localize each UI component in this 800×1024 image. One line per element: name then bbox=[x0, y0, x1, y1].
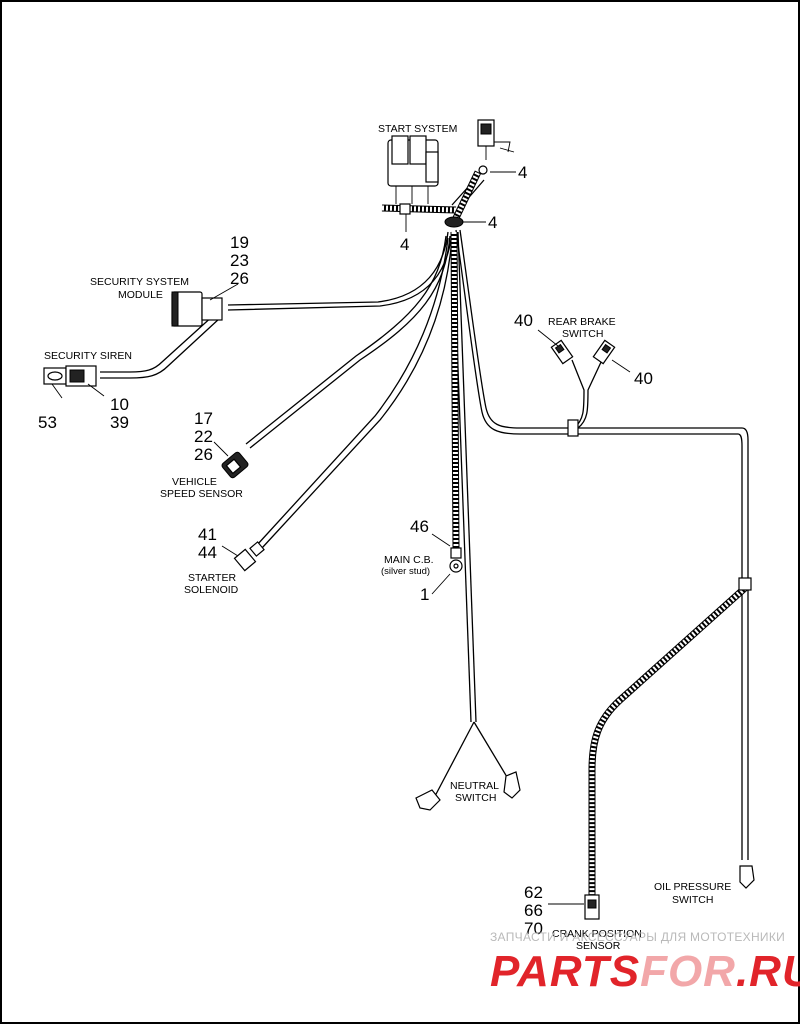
label-security-system-module-1: SECURITY SYSTEM bbox=[90, 276, 189, 288]
label-rear-brake-switch-1: REAR BRAKE bbox=[548, 316, 616, 328]
label-neutral-switch-1: NEUTRAL bbox=[450, 780, 499, 792]
label-neutral-switch-2: SWITCH bbox=[455, 792, 496, 804]
crank-position-sensor-connector bbox=[584, 894, 600, 920]
callout-44: 44 bbox=[198, 543, 217, 562]
label-security-siren: SECURITY SIREN bbox=[44, 350, 132, 362]
callout-40-left: 40 bbox=[514, 311, 533, 330]
start-system-connector bbox=[477, 119, 515, 175]
starter-solenoid-connector bbox=[233, 541, 265, 572]
vehicle-speed-sensor-connector bbox=[221, 451, 249, 479]
callout-19: 19 bbox=[230, 233, 249, 252]
watermark-logo-for: FOR bbox=[640, 947, 736, 996]
label-main-cb-1: MAIN C.B. bbox=[384, 554, 434, 566]
callout-66: 66 bbox=[524, 901, 543, 920]
label-crank-position-sensor-1: CRANK POSITION bbox=[552, 928, 642, 940]
label-vehicle-speed-sensor-1: VEHICLE bbox=[172, 476, 217, 488]
harness-junction bbox=[444, 216, 464, 228]
conduit-cables bbox=[381, 170, 748, 895]
callout-62: 62 bbox=[524, 883, 543, 902]
label-crank-position-sensor-2: SENSOR bbox=[576, 940, 621, 952]
label-start-system: START SYSTEM bbox=[378, 123, 457, 135]
callout-39: 39 bbox=[110, 413, 129, 432]
label-security-system-module-2: MODULE bbox=[118, 289, 163, 301]
component-labels: START SYSTEM SECURITY SYSTEM MODULE SECU… bbox=[44, 123, 731, 952]
callout-70: 70 bbox=[524, 919, 543, 938]
label-oil-pressure-switch-1: OIL PRESSURE bbox=[654, 881, 731, 893]
watermark-tagline: ЗАПЧАСТИ И АКСЕССУАРЫ ДЛЯ МОТОТЕХНИКИ bbox=[490, 930, 785, 944]
callout-53: 53 bbox=[38, 413, 57, 432]
callout-22: 22 bbox=[194, 427, 213, 446]
watermark-logo-main: PARTS bbox=[490, 947, 640, 996]
security-siren-connector bbox=[43, 365, 97, 387]
watermark: ЗАПЧАСТИ И АКСЕССУАРЫ ДЛЯ МОТОТЕХНИКИ PA… bbox=[490, 930, 800, 996]
leader-lines bbox=[51, 171, 631, 905]
oil-pressure-switch-connector bbox=[739, 865, 755, 889]
oil-line-sleeves bbox=[738, 577, 752, 591]
label-rear-brake-switch-2: SWITCH bbox=[562, 328, 603, 340]
label-vehicle-speed-sensor-2: SPEED SENSOR bbox=[160, 488, 243, 500]
watermark-logo: PARTSFOR.RU bbox=[490, 947, 800, 996]
callout-41: 41 bbox=[198, 525, 217, 544]
callout-4-junction: 4 bbox=[488, 213, 497, 232]
label-starter-solenoid-1: STARTER bbox=[188, 572, 236, 584]
main-cb-terminal bbox=[449, 547, 463, 573]
callout-23: 23 bbox=[230, 251, 249, 270]
callout-46: 46 bbox=[410, 517, 429, 536]
callout-26-speed: 26 bbox=[194, 445, 213, 464]
callout-1: 1 bbox=[420, 585, 429, 604]
callout-17: 17 bbox=[194, 409, 213, 428]
start-system-relay bbox=[387, 135, 439, 215]
neutral-switch-connectors bbox=[415, 771, 521, 811]
security-system-module bbox=[171, 291, 223, 327]
callout-10: 10 bbox=[110, 395, 129, 414]
rear-brake-switch-connectors bbox=[550, 339, 616, 437]
label-main-cb-2: (silver stud) bbox=[381, 566, 430, 577]
label-starter-solenoid-2: SOLENOID bbox=[184, 584, 239, 596]
callout-4-relay: 4 bbox=[400, 235, 409, 254]
callout-numbers: 4 4 4 19 23 26 53 10 39 40 40 17 22 26 4… bbox=[38, 163, 653, 938]
callout-26-module: 26 bbox=[230, 269, 249, 288]
label-oil-pressure-switch-2: SWITCH bbox=[672, 894, 713, 906]
callout-40-right: 40 bbox=[634, 369, 653, 388]
callout-4-connector: 4 bbox=[518, 163, 527, 182]
watermark-logo-tld: .RU bbox=[736, 947, 800, 996]
